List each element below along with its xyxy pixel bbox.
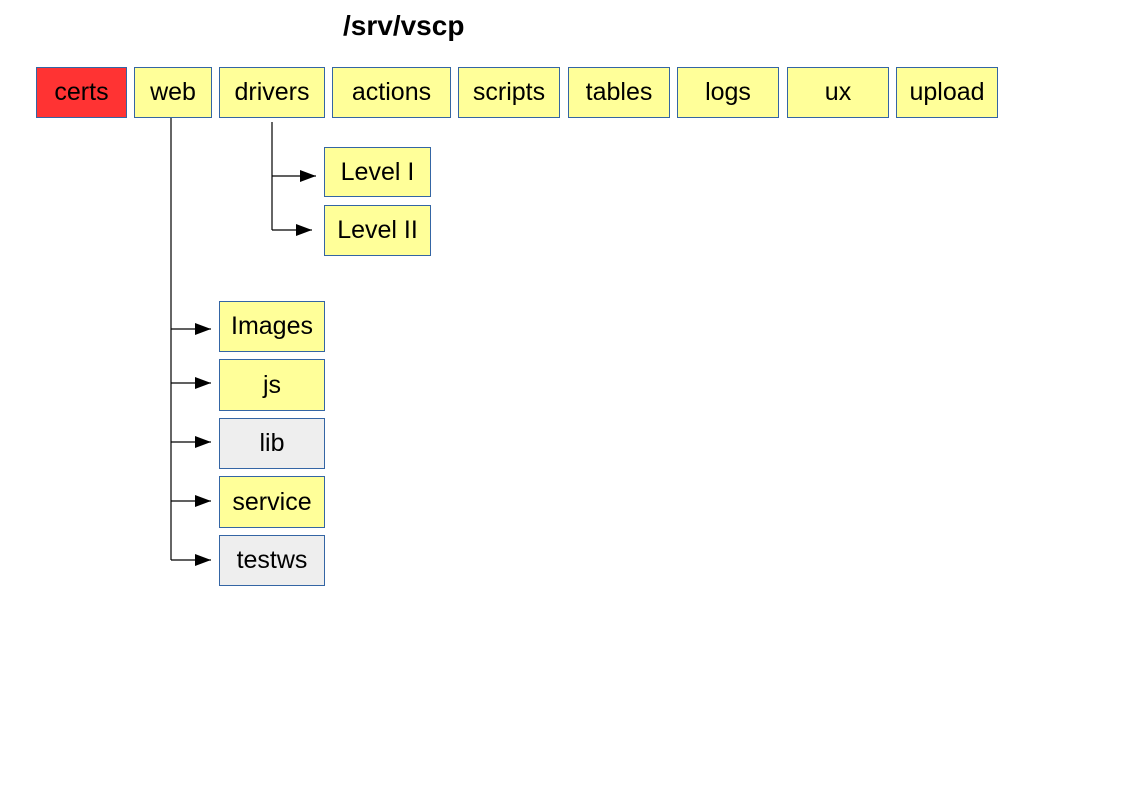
folder-web: web bbox=[134, 67, 212, 118]
folder-js: js bbox=[219, 359, 325, 411]
diagram-title: /srv/vscp bbox=[343, 10, 465, 41]
folder-drivers: drivers bbox=[219, 67, 325, 118]
folder-tables: tables bbox=[568, 67, 670, 118]
folder-testws: testws bbox=[219, 535, 325, 586]
folder-level-2: Level II bbox=[324, 205, 431, 256]
folder-upload: upload bbox=[896, 67, 998, 118]
folder-service: service bbox=[219, 476, 325, 528]
folder-scripts: scripts bbox=[458, 67, 560, 118]
folder-lib: lib bbox=[219, 418, 325, 469]
folder-level-1: Level I bbox=[324, 147, 431, 197]
folder-actions: actions bbox=[332, 67, 451, 118]
folder-images: Images bbox=[219, 301, 325, 352]
folder-certs: certs bbox=[36, 67, 127, 118]
folder-ux: ux bbox=[787, 67, 889, 118]
folder-logs: logs bbox=[677, 67, 779, 118]
